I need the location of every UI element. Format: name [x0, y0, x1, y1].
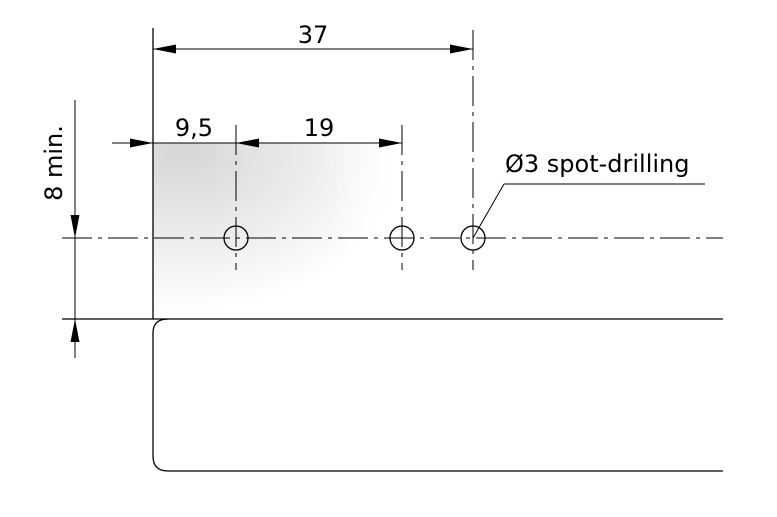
- dim-37-arrow-left: [153, 44, 176, 54]
- callout-leader: [472, 183, 505, 239]
- hole-3: [460, 225, 486, 251]
- dim-37-text: 37: [298, 21, 329, 49]
- dim-19-arrow-right: [379, 138, 402, 148]
- callout-label: Ø3 spot-drilling: [505, 150, 690, 178]
- hole-2: [389, 225, 415, 251]
- dim-8min-arrow-top: [70, 215, 80, 238]
- hole-1: [223, 225, 249, 251]
- dim-19-arrow-left: [236, 138, 259, 148]
- dim-37-arrow-right: [450, 44, 473, 54]
- profile-outline: [152, 318, 723, 472]
- dim-19-text: 19: [304, 114, 335, 142]
- dim-8min-text: 8 min.: [40, 125, 68, 201]
- dim-8min-arrow-bottom: [70, 319, 80, 342]
- shaded-surface-fade: [153, 143, 403, 319]
- dim-9-5-arrow-left: [130, 138, 153, 148]
- dim-9-5-text: 9,5: [175, 114, 213, 142]
